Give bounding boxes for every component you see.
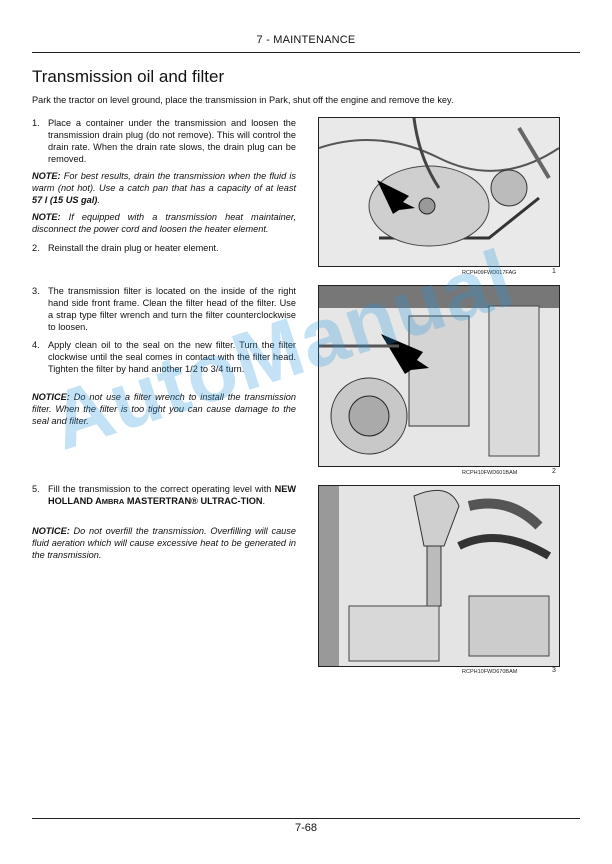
note-warm-fluid: NOTE: For best results, drain the transm… [32,170,296,206]
note-text: For best results, drain the transmission… [32,171,296,193]
step-text: Apply clean oil to the seal on the new f… [48,340,296,374]
figure-3-code: RCPH10FWD670BAM [462,669,518,675]
footer-rule [32,818,580,819]
section-header: 7 - MAINTENANCE [256,34,356,46]
capacity-value: 57 l (15 US gal) [32,195,98,205]
step-4: 4. Apply clean oil to the seal on the ne… [32,339,296,375]
step-number: 1. [32,118,40,128]
figure-1-drain-plug-photo [318,117,560,267]
drain-plug-photo-icon [319,118,559,266]
notice-label: NOTICE: [32,526,70,536]
step-number: 5. [32,484,40,494]
page-number: 7-68 [294,822,318,834]
step-number: 4. [32,340,40,350]
notice-text: Do not use a filter wrench to install th… [32,392,296,426]
header-rule [32,52,580,53]
notice-text: Do not overfill the transmission. Overfi… [32,526,296,560]
step-text-post: . [262,496,266,506]
figure-2-code: RCPH10FWD601BAM [462,470,518,476]
figure-1-number: 1 [552,268,556,275]
product-name: NEW HOLLAND AMBRA MASTERTRAN® ULTRAC-TIO… [48,484,296,506]
step-5: 5. Fill the transmission to the correct … [32,483,296,508]
notice-label: NOTICE: [32,392,70,402]
figure-3-number: 3 [552,667,556,674]
filter-location-photo-icon [319,286,559,466]
intro-text: Park the tractor on level ground, place … [32,95,454,105]
step-number: 2. [32,243,40,253]
product-part-b: MBRA [101,497,125,506]
page-title: Transmission oil and filter [32,67,225,86]
product-part-c: MASTERTRAN® ULTRAC-TION [124,496,263,506]
step-2: 2. Reinstall the drain plug or heater el… [32,242,296,254]
notice-filter-wrench: NOTICE: Do not use a filter wrench to in… [32,391,296,427]
figure-2-number: 2 [552,468,556,475]
note-label: NOTE: [32,212,61,222]
step-number: 3. [32,286,40,296]
filling-transmission-photo-icon [319,486,559,666]
step-text: Place a container under the transmission… [48,118,296,164]
figure-1-code: RCPH09FWD017FAG [462,270,517,276]
step-3: 3. The transmission filter is located on… [32,285,296,333]
note-heat-maintainer: NOTE: If equipped with a transmission he… [32,211,296,235]
step-text: Fill the transmission to the correct ope… [48,483,296,508]
note-label: NOTE: [32,171,61,181]
figure-2-filter-location-photo [318,285,560,467]
step-text: The transmission filter is located on th… [48,286,296,332]
notice-overfill: NOTICE: Do not overfill the transmission… [32,525,296,561]
note-text: If equipped with a transmission heat mai… [32,212,296,234]
step-text-pre: Fill the transmission to the correct ope… [48,484,272,494]
step-1: 1. Place a container under the transmiss… [32,117,296,165]
step-text: Reinstall the drain plug or heater eleme… [48,243,219,253]
note-end: . [97,195,100,205]
figure-3-filling-transmission-photo [318,485,560,667]
product-part-a: NEW HOLLAND A [48,484,296,506]
